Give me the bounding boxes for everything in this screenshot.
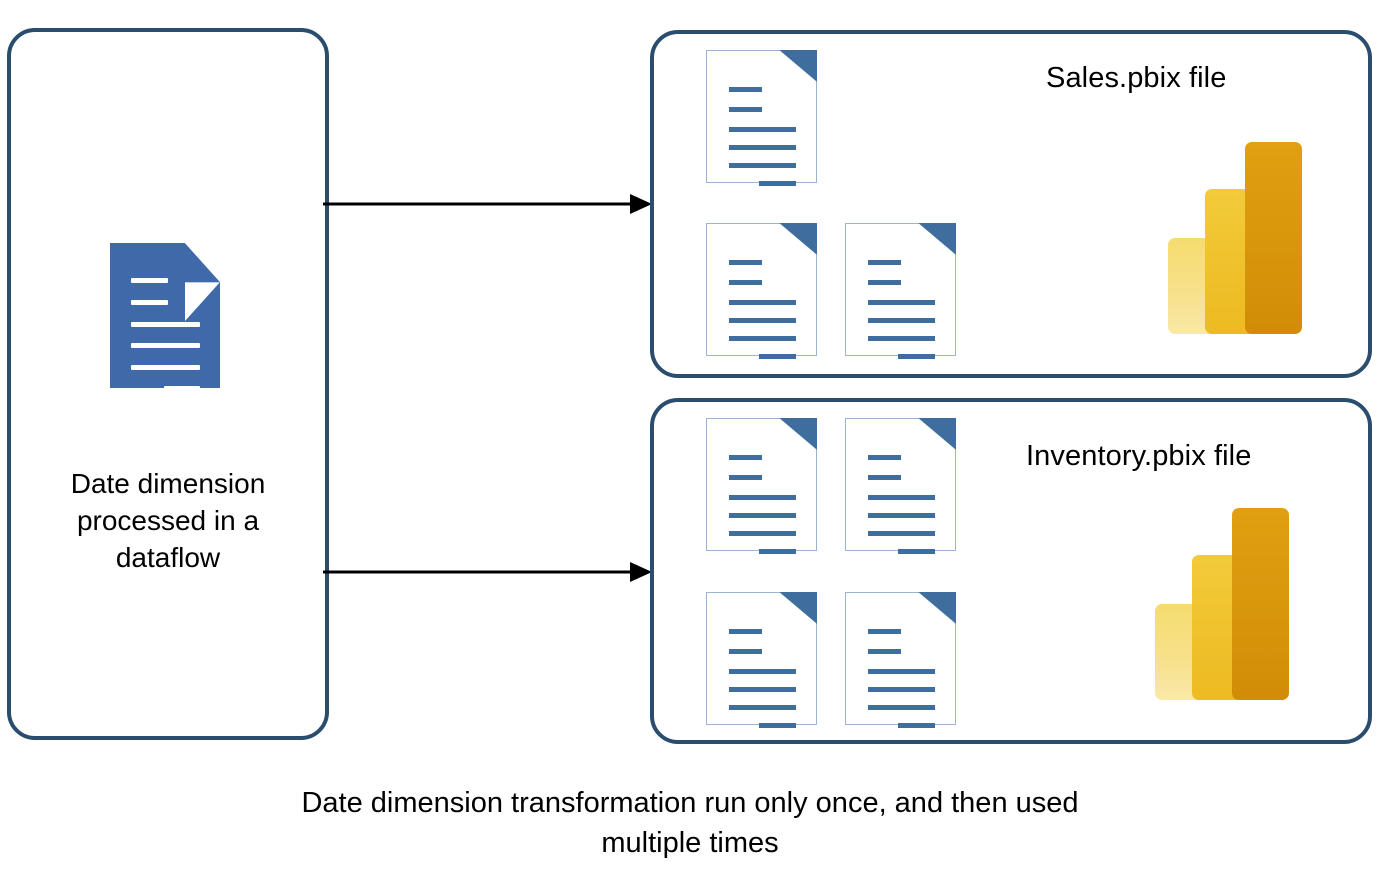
document-line	[898, 549, 935, 554]
document-line	[729, 280, 762, 285]
document-sheet	[706, 592, 817, 725]
pbi-bar-high	[1245, 142, 1302, 334]
document-line	[131, 322, 200, 327]
document-line	[729, 260, 762, 265]
arrow-shaft	[323, 570, 634, 574]
document-line	[729, 87, 762, 92]
document-line	[729, 513, 796, 518]
power-bi-logo-inventory	[1155, 508, 1289, 700]
sales-document-icon	[845, 223, 956, 359]
power-bi-logo-sales	[1168, 142, 1302, 334]
inventory-document-icon	[706, 592, 817, 728]
inventory-document-icon	[845, 418, 956, 554]
document-sheet	[706, 50, 817, 183]
arrow-to-inventory-icon	[323, 561, 652, 583]
document-line	[164, 386, 200, 391]
document-line	[759, 549, 796, 554]
document-line	[868, 475, 901, 480]
document-line	[898, 723, 935, 728]
document-line	[131, 365, 200, 370]
document-line	[868, 280, 901, 285]
document-line	[729, 705, 796, 710]
document-line	[868, 495, 935, 500]
document-line	[729, 455, 762, 460]
sales-document-icon	[706, 50, 817, 186]
arrow-to-sales-icon	[323, 193, 652, 215]
document-line	[898, 354, 935, 359]
document-line	[729, 669, 796, 674]
arrow-head	[630, 194, 652, 214]
document-line	[131, 343, 200, 348]
document-line	[729, 629, 762, 634]
document-line	[868, 260, 901, 265]
document-line	[729, 127, 796, 132]
document-line	[868, 318, 935, 323]
document-sheet	[845, 592, 956, 725]
document-sheet	[706, 418, 817, 551]
document-line	[868, 336, 935, 341]
document-line	[868, 649, 901, 654]
document-sheet	[845, 418, 956, 551]
document-line	[759, 723, 796, 728]
document-line	[729, 495, 796, 500]
dataflow-document-icon	[110, 243, 220, 391]
sales-panel-caption: Sales.pbix file	[1046, 62, 1227, 94]
document-line	[131, 300, 168, 305]
document-line	[729, 318, 796, 323]
document-line	[729, 300, 796, 305]
document-line	[729, 649, 762, 654]
document-line	[759, 354, 796, 359]
inventory-document-icon	[845, 592, 956, 728]
document-line	[868, 513, 935, 518]
footer-caption: Date dimension transformation run only o…	[301, 787, 1079, 859]
inventory-document-icon	[706, 418, 817, 554]
document-line	[759, 181, 796, 186]
document-line	[868, 455, 901, 460]
document-line	[868, 531, 935, 536]
document-line	[729, 145, 796, 150]
arrow-head	[630, 562, 652, 582]
document-line	[729, 475, 762, 480]
document-line	[868, 687, 935, 692]
document-line	[729, 531, 796, 536]
document-line	[868, 669, 935, 674]
document-line	[868, 705, 935, 710]
pbi-bar-high	[1232, 508, 1289, 700]
inventory-panel-caption: Inventory.pbix file	[1026, 440, 1252, 472]
arrow-shaft	[323, 202, 634, 206]
document-line	[729, 107, 762, 112]
document-sheet	[845, 223, 956, 356]
document-line	[729, 336, 796, 341]
document-line	[131, 278, 168, 283]
source-panel-label: Date dimension processed in a dataflow	[70, 468, 266, 573]
document-line	[729, 687, 796, 692]
document-line	[729, 163, 796, 168]
document-body	[110, 243, 220, 388]
document-line	[868, 629, 901, 634]
document-line	[868, 300, 935, 305]
sales-document-icon	[706, 223, 817, 359]
